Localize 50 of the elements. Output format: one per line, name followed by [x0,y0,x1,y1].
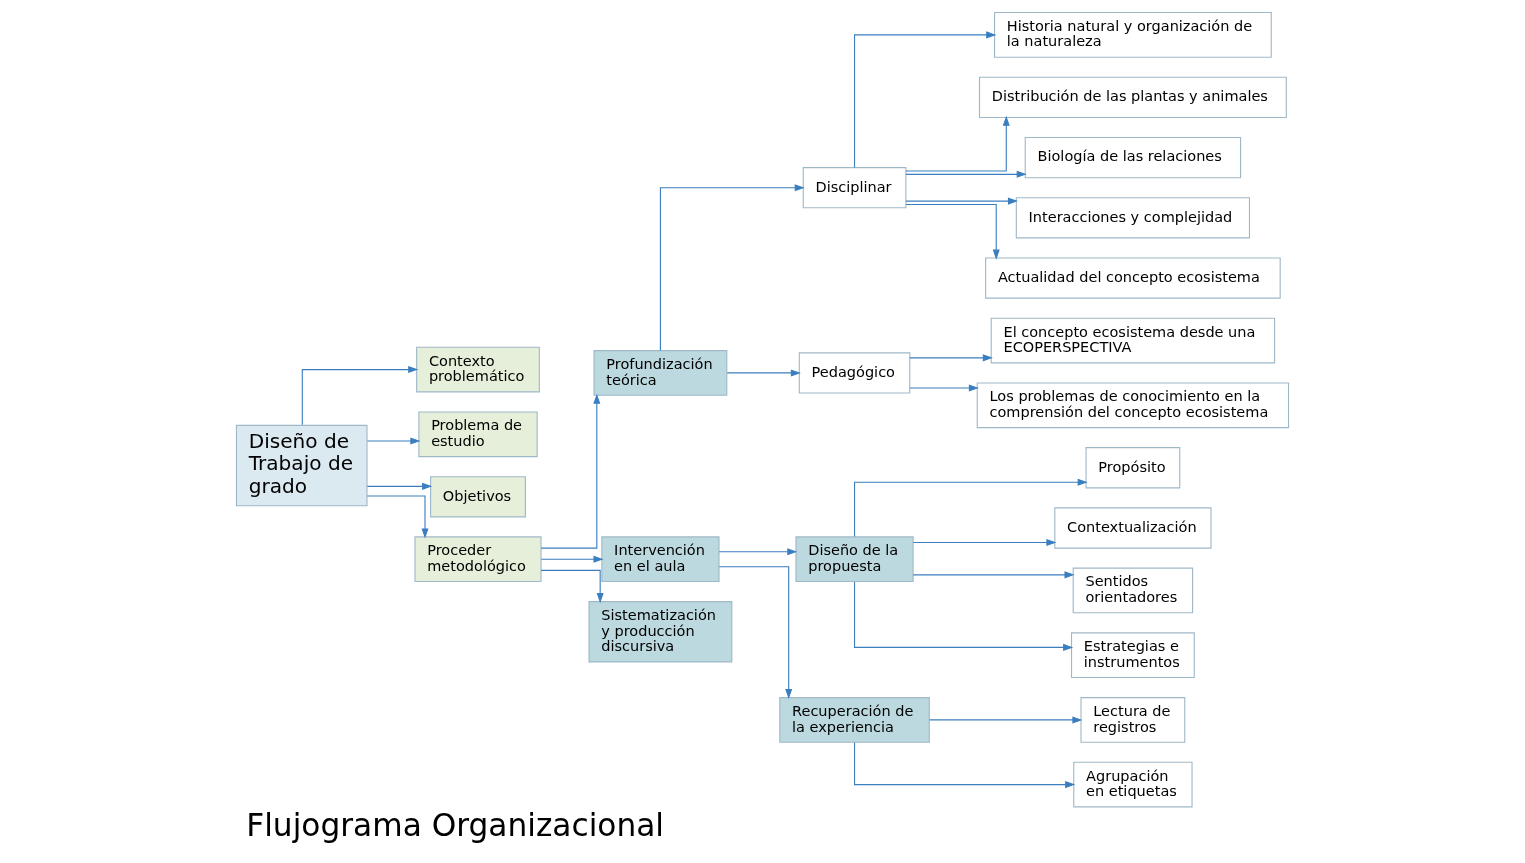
node-box: Sistematización y producción discursiva [588,601,733,663]
arrow [912,571,1075,579]
node-box: Diseño de Trabajo de grado [235,424,368,507]
arrow [366,437,421,445]
node-box: Contexto problemático [416,346,540,393]
arrow [366,482,433,490]
node-box: Problema de estudio [418,411,538,458]
node-box: Distribución de las plantas y animales [978,76,1287,118]
node-box: Disciplinar [802,167,907,209]
arrow [905,203,1000,260]
node-box: Los problemas de conocimiento en la comprensión del concepto ecosistema [976,382,1290,429]
node-box: Actualidad del concepto ecosistema [985,257,1281,299]
node-box: Intervención en el aula [601,536,720,583]
arrow [905,115,1010,172]
node-box: Biología de las relaciones [1024,136,1242,179]
arrow [854,31,997,168]
arrow [540,555,604,563]
arrow [928,716,1083,724]
arrow [909,384,979,392]
node-box: Lectura de registros [1080,697,1186,743]
arrow [366,495,429,539]
node-box: Objetivos [430,476,526,518]
arrow [912,539,1057,547]
arrow [905,170,1027,178]
arrow [905,197,1018,205]
arrow [909,354,993,362]
node-box: Historia natural y organización de la naturaleza [994,12,1272,58]
arrow [854,581,1074,651]
node-box: Interacciones y complejidad [1015,197,1251,239]
node-box: Agrupación en etiquetas [1073,761,1193,808]
arrow [726,369,801,377]
node-box: Recuperación de la experiencia [779,697,930,743]
node-box: Sentidos orientadores [1072,567,1194,614]
arrow [540,393,601,549]
arrow [854,742,1076,789]
node-box: Contextualización [1054,507,1212,549]
node-box: Diseño de la propuesta [795,536,914,583]
node-box: Profundización teórica [593,350,728,396]
arrow [718,566,793,699]
node-box: Estrategias e instrumentos [1071,632,1195,679]
node-box: Pedagógico [798,352,911,394]
node-box: Propósito [1085,447,1181,489]
diagram-title: Flujograma Organizacional [246,807,665,844]
arrow [540,569,604,604]
arrow [301,366,419,426]
arrow [854,478,1088,538]
node-box: El concepto ecosistema desde una ECOPERSPECTIVA [990,317,1276,364]
node-box: Proceder metodológico [414,536,542,583]
arrow [718,548,798,556]
arrow [659,184,805,352]
